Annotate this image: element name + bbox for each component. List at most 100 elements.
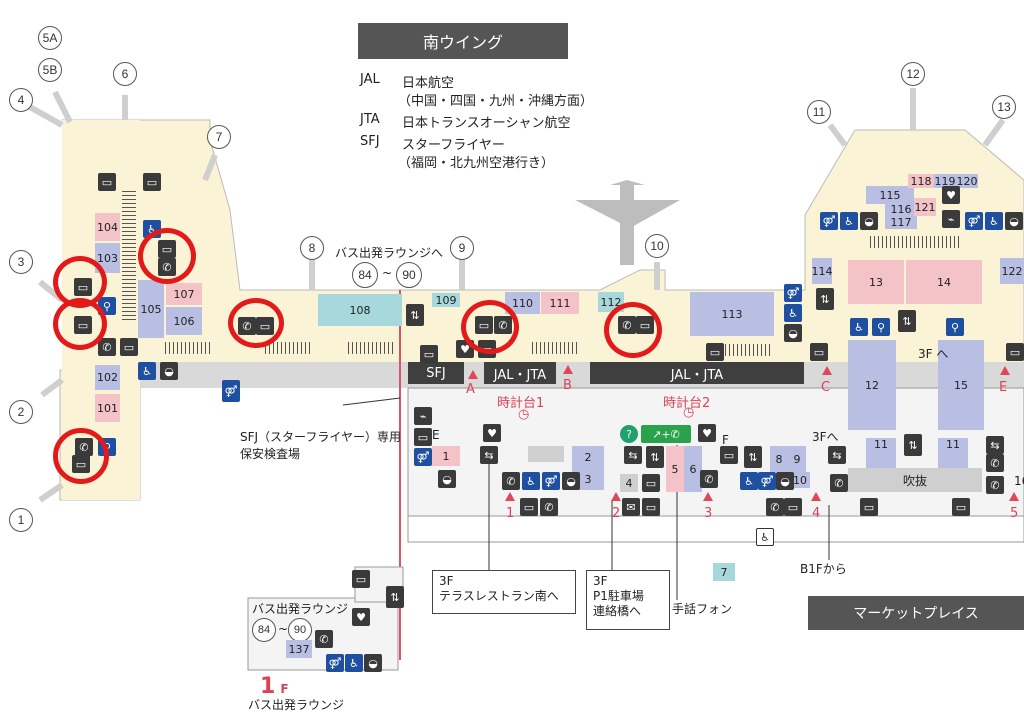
door-3[interactable]: 3: [704, 506, 713, 521]
accessible-toilet-icon[interactable]: ♿: [522, 472, 540, 490]
restroom-icon[interactable]: ⚤: [965, 212, 983, 230]
door-1[interactable]: 1: [506, 506, 515, 521]
lounge-icon[interactable]: ▭: [143, 173, 161, 191]
phone-icon[interactable]: ✆: [830, 474, 848, 492]
restroom-icon[interactable]: ⚤: [542, 472, 560, 490]
room-114[interactable]: 114: [812, 258, 833, 284]
counter-sfj[interactable]: SFJ: [408, 362, 464, 384]
door-2[interactable]: 2: [612, 506, 621, 521]
room-c1[interactable]: 1: [432, 446, 460, 466]
gate-2[interactable]: 2: [9, 400, 33, 424]
elevator-icon[interactable]: ⇅: [904, 434, 922, 456]
door-4[interactable]: 4: [812, 506, 821, 521]
room-c5[interactable]: 5: [666, 446, 684, 492]
room-c7[interactable]: 7: [713, 563, 735, 581]
aed-icon[interactable]: ♥: [942, 186, 960, 204]
nursing-room-icon[interactable]: ◒: [160, 362, 178, 380]
lounge-icon[interactable]: ▭: [952, 498, 970, 516]
room-109[interactable]: 109: [432, 293, 460, 307]
entrance-c[interactable]: C: [821, 380, 831, 395]
accessible-toilet-icon[interactable]: ♿: [850, 318, 868, 336]
phone-icon[interactable]: ✆: [986, 454, 1004, 472]
sign-phone-icon[interactable]: ↗+✆: [641, 425, 691, 443]
gate-7[interactable]: 7: [207, 125, 231, 149]
escalator-icon[interactable]: ⇆: [624, 446, 642, 464]
room-107[interactable]: 107: [166, 283, 202, 305]
gate-4[interactable]: 4: [9, 88, 33, 112]
phone-icon[interactable]: ✆: [98, 338, 116, 356]
elevator-icon[interactable]: ⇅: [816, 288, 834, 310]
lounge-icon[interactable]: ▭: [120, 338, 138, 356]
room-c3[interactable]: 3: [572, 468, 604, 490]
accessible-icon[interactable]: ♿: [756, 528, 774, 546]
gate-1[interactable]: 1: [9, 508, 33, 532]
lounge-icon[interactable]: ✉: [622, 498, 640, 516]
entrance-b[interactable]: B: [563, 378, 572, 393]
room-137[interactable]: 137: [286, 640, 312, 658]
elevator-icon[interactable]: ⇅: [386, 586, 404, 608]
aed-icon[interactable]: ♥: [698, 424, 716, 442]
accessible-toilet-icon[interactable]: ♿: [740, 472, 758, 490]
gate-5b[interactable]: 5B: [38, 58, 62, 82]
nursing-room-icon[interactable]: ◒: [562, 472, 580, 490]
restroom-icon[interactable]: ⚤: [820, 212, 838, 230]
elevator-icon[interactable]: ⇅: [406, 304, 424, 326]
elevator-icon[interactable]: ⇅: [744, 446, 762, 468]
room-c2[interactable]: 2: [572, 446, 604, 468]
room-108[interactable]: 108: [318, 294, 402, 326]
door-5[interactable]: 5: [1010, 506, 1019, 521]
lounge-icon[interactable]: ▭: [420, 345, 438, 363]
counter-jal-jta-1[interactable]: JAL・JTA: [484, 362, 556, 384]
escalator-icon[interactable]: ⇆: [480, 446, 498, 464]
room-c10[interactable]: 10: [790, 472, 810, 488]
escalator-icon[interactable]: ⇆: [828, 446, 846, 464]
room-118[interactable]: 118: [908, 174, 934, 188]
room-101[interactable]: 101: [95, 394, 120, 422]
room-105[interactable]: 105: [138, 280, 164, 338]
gate-11[interactable]: 11: [807, 100, 831, 124]
gate-13[interactable]: 13: [992, 95, 1016, 119]
entrance-e[interactable]: E: [999, 380, 1008, 395]
room-11b[interactable]: 11: [938, 438, 968, 468]
accessible-toilet-icon[interactable]: ♿: [784, 304, 802, 322]
bus-lounge-link-label[interactable]: バス出発ラウンジへ: [335, 246, 444, 260]
lounge-icon[interactable]: ▭: [810, 343, 828, 361]
accessible-toilet-icon[interactable]: ♿: [345, 654, 363, 672]
room-119[interactable]: 119: [934, 174, 956, 188]
escalator-icon[interactable]: ⇆: [986, 436, 1004, 454]
elevator-icon[interactable]: ⇅: [898, 310, 916, 332]
phone-icon[interactable]: ✆: [502, 472, 520, 490]
room-122[interactable]: 122: [1000, 258, 1024, 284]
room-12[interactable]: 12: [848, 340, 896, 430]
lounge-icon[interactable]: ▭: [414, 428, 432, 446]
computer-icon[interactable]: ▭: [642, 474, 660, 492]
room-117[interactable]: 117: [885, 215, 917, 229]
lounge-icon[interactable]: ▭: [860, 498, 878, 516]
help-icon[interactable]: ?: [620, 425, 638, 443]
room-102[interactable]: 102: [95, 365, 120, 390]
phone-icon[interactable]: ✆: [766, 498, 784, 516]
room-116[interactable]: 116: [885, 202, 917, 216]
smoking-icon[interactable]: ⌁: [942, 210, 960, 228]
phone-icon[interactable]: ✆: [315, 630, 333, 648]
counter-jal-jta-2[interactable]: JAL・JTA: [590, 362, 804, 384]
room-13[interactable]: 13: [848, 260, 904, 304]
room-113[interactable]: 113: [690, 292, 774, 336]
nursing-room-icon[interactable]: ◒: [364, 654, 382, 672]
gate-9[interactable]: 9: [450, 236, 474, 260]
entrance-a[interactable]: A: [466, 382, 475, 397]
lounge-icon[interactable]: ▭: [784, 498, 802, 516]
room-120[interactable]: 120: [956, 174, 978, 188]
room-121[interactable]: 121: [914, 198, 936, 216]
lounge-icon[interactable]: ▭: [720, 446, 738, 464]
bus-lounge-gate-84[interactable]: 84: [252, 618, 276, 642]
room-104[interactable]: 104: [95, 213, 120, 241]
room-111[interactable]: 111: [541, 292, 579, 314]
nursing-room-icon[interactable]: ◒: [860, 212, 878, 230]
room-110[interactable]: 110: [505, 292, 540, 314]
gate-8[interactable]: 8: [300, 236, 324, 260]
nursing-room-icon[interactable]: ◒: [776, 472, 794, 490]
restroom-icon[interactable]: ⚤: [222, 380, 240, 402]
nursing-room-icon[interactable]: ◒: [784, 324, 802, 342]
lounge-icon[interactable]: ▭: [1006, 343, 1024, 361]
